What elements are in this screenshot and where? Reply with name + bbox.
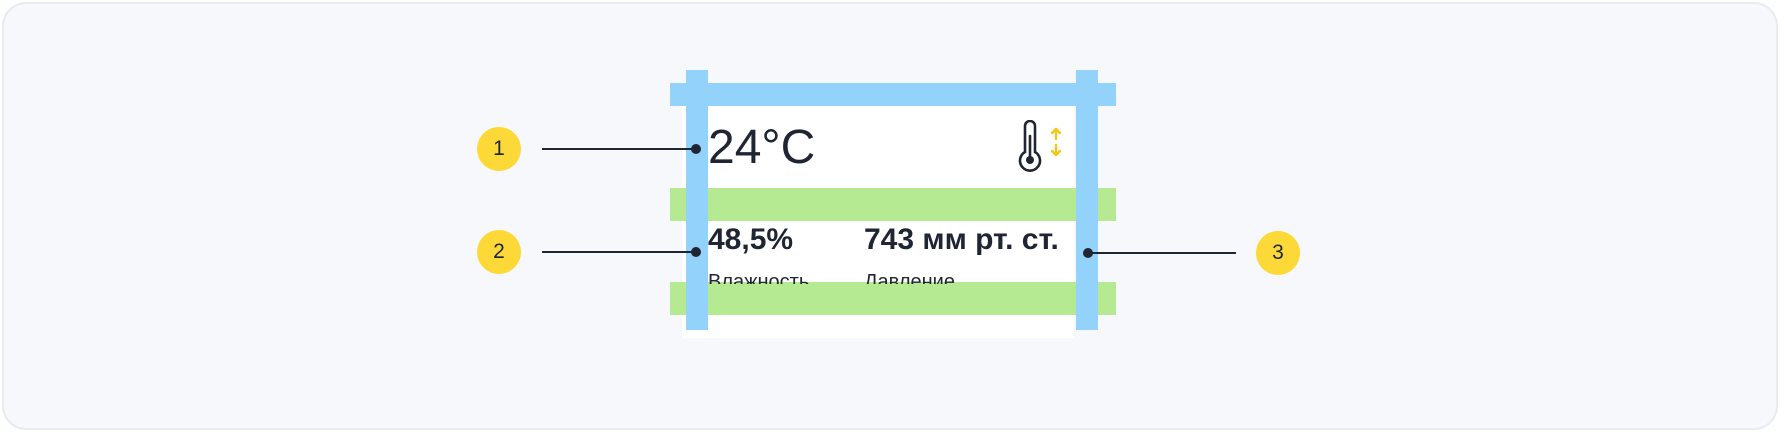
callout-badge-1: 1 (477, 127, 521, 171)
callout-badge-2: 2 (477, 230, 521, 274)
callout-badge-3: 3 (1256, 231, 1300, 275)
spacing-guide-horizontal-bottom (670, 282, 1116, 315)
thermometer-icon (1018, 120, 1062, 172)
temperature-value: 24°C (708, 121, 816, 174)
padding-guide-vertical-right (1076, 70, 1098, 330)
padding-guide-horizontal-top (670, 83, 1116, 106)
callout-line-3 (1083, 248, 1236, 258)
pressure-label: Давление (864, 271, 955, 284)
spacing-guide-horizontal-top (670, 188, 1116, 221)
pressure-value: 743 мм рт. ст. (864, 223, 1059, 256)
arrows-up-down-icon (1050, 127, 1062, 157)
humidity-value: 48,5% (708, 223, 794, 256)
humidity-label: Влажность (708, 271, 810, 284)
padding-guide-vertical-left (686, 70, 708, 330)
callout-line-2 (542, 247, 701, 257)
callout-line-1 (542, 144, 701, 154)
